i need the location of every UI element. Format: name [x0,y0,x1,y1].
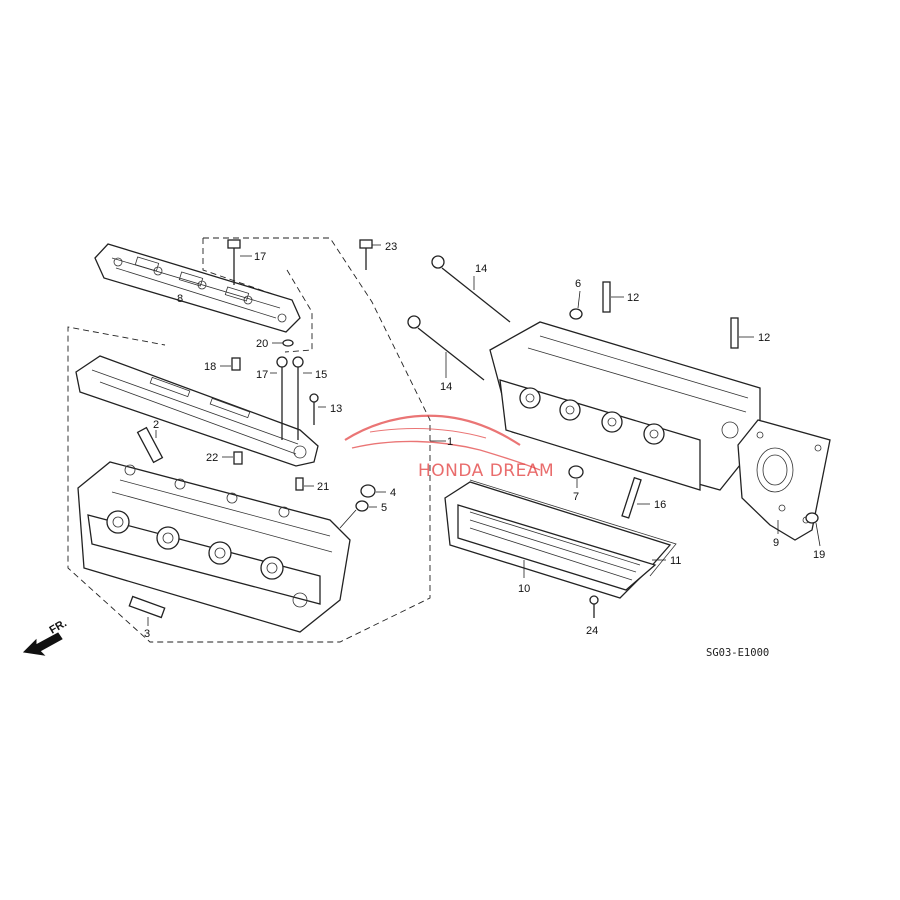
dowel-18 [220,357,241,371]
catalog-code: SG03-E1000 [706,647,769,659]
plug-7 [568,465,584,488]
callout-1: 1 [447,436,453,448]
callout-10: 10 [518,583,530,595]
cylinder-head-right [489,321,761,491]
callout-20: 20 [256,338,268,350]
head-bolt-14-upper [431,255,511,323]
seal-5 [339,500,377,529]
stud-12-left [602,281,624,313]
callout-9: 9 [773,537,779,549]
front-arrow-icon [22,632,63,656]
camshaft-holder-upper [75,355,319,467]
head-bolt-14-lower [407,315,485,381]
bolt-15 [292,356,312,440]
callout-7: 7 [573,491,579,503]
pin-19 [805,512,821,547]
side-cover-10 [444,481,672,599]
seal-4 [360,484,386,498]
callout-3: 3 [144,628,150,640]
bolt-24 [589,595,599,618]
dowel-21 [295,477,314,491]
dowel-pin-2 [136,426,164,464]
watermark-text: HONDA DREAM [418,461,554,481]
bolt-17-upper [227,239,252,285]
callout-21: 21 [317,481,329,493]
callout-18: 18 [204,361,216,373]
camshaft-holder-plate [94,243,301,333]
callout-19: 19 [813,549,825,561]
bolt-13 [309,393,326,425]
bolt-17-lower [270,356,288,440]
front-direction-label: FR. [48,617,69,636]
callout-labels: 1 2 3 4 5 6 7 8 9 10 11 12 12 13 14 14 1… [144,241,825,640]
dowel-22 [222,451,243,465]
callout-12-left: 12 [627,292,639,304]
callout-5: 5 [381,502,387,514]
callout-12-right: 12 [758,332,770,344]
callout-24: 24 [586,625,598,637]
callout-17-upper: 17 [254,251,266,263]
callout-8: 8 [177,293,183,305]
callout-2: 2 [153,419,159,431]
callout-14-upper: 14 [475,263,487,275]
callout-22: 22 [206,452,218,464]
callout-17-lower: 17 [256,369,268,381]
bolt-23 [359,239,381,270]
watermark-logo [344,414,541,471]
callout-13: 13 [330,403,342,415]
stud-16 [621,476,650,519]
callout-14-lower: 14 [440,381,452,393]
callout-15: 15 [315,369,327,381]
seal-6 [569,290,583,320]
washer-20 [272,339,294,347]
cylinder-head-left [77,461,351,633]
callout-23: 23 [385,241,397,253]
gasket-11 [469,479,677,577]
callout-4: 4 [390,487,396,499]
dowel-pin-3 [128,595,166,626]
callout-6: 6 [575,278,581,290]
callout-11: 11 [670,555,681,567]
stud-12-right [730,317,754,349]
callout-16: 16 [654,499,666,511]
